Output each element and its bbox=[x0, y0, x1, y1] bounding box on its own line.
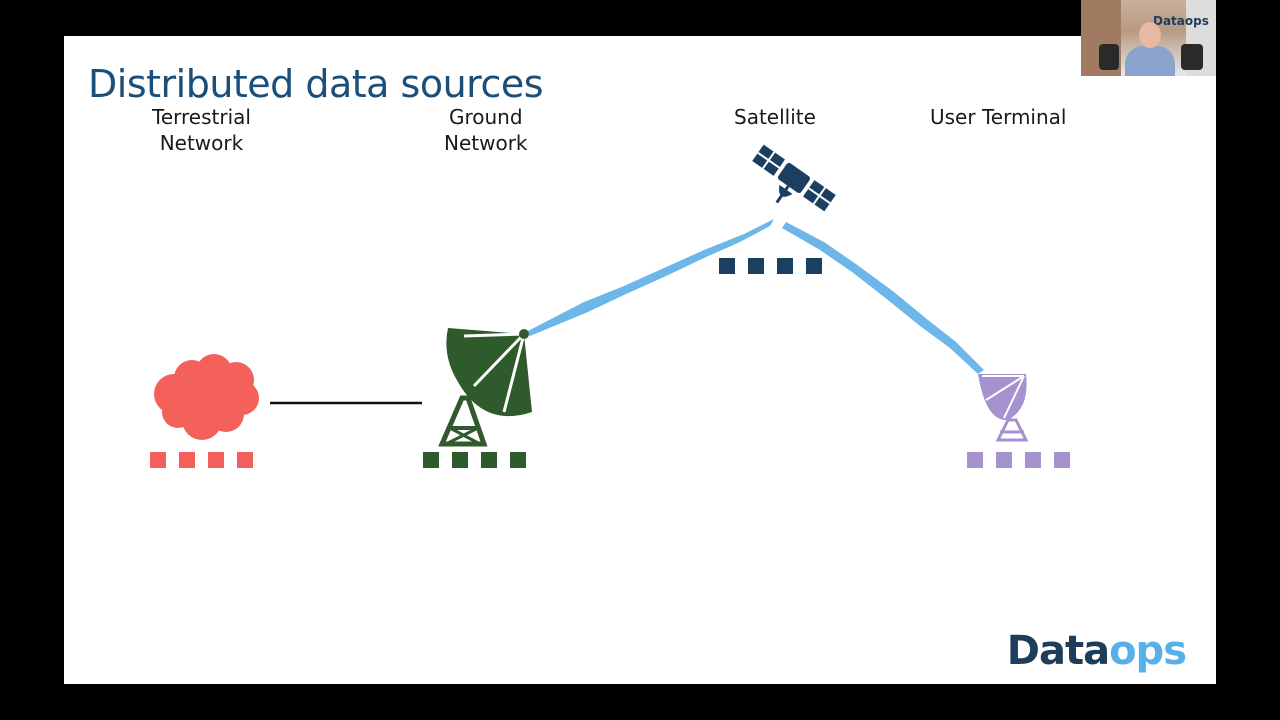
label-ground-line2: Network bbox=[444, 131, 528, 155]
data-block bbox=[719, 258, 735, 274]
link-satellite-user bbox=[782, 222, 984, 374]
label-terrestrial-line2: Network bbox=[159, 131, 244, 155]
user-terminal-data-blocks bbox=[967, 452, 1070, 468]
webcam-chair-left bbox=[1099, 44, 1119, 70]
label-terrestrial-line1: Terrestrial bbox=[152, 105, 251, 129]
data-block bbox=[208, 452, 224, 468]
ground-data-blocks bbox=[423, 452, 526, 468]
data-block bbox=[150, 452, 166, 468]
data-block bbox=[510, 452, 526, 468]
label-user-terminal: User Terminal bbox=[930, 104, 1066, 130]
satellite-icon bbox=[752, 144, 836, 212]
brand-logo: Dataops bbox=[1006, 628, 1187, 674]
satellite-data-blocks bbox=[719, 258, 822, 274]
presenter-body bbox=[1125, 46, 1175, 76]
label-satellite-line1: Satellite bbox=[734, 105, 816, 129]
data-block bbox=[481, 452, 497, 468]
webcam-logo: Dataops bbox=[1153, 14, 1209, 28]
presenter-head bbox=[1139, 22, 1161, 48]
slide-title: Distributed data sources bbox=[88, 62, 544, 106]
presenter-webcam: Dataops bbox=[1081, 0, 1216, 76]
cloud-icon bbox=[154, 354, 259, 440]
label-satellite: Satellite bbox=[734, 104, 816, 130]
data-block bbox=[1025, 452, 1041, 468]
link-ground-satellite bbox=[526, 219, 774, 336]
data-block bbox=[423, 452, 439, 468]
label-ground-line1: Ground bbox=[448, 105, 523, 129]
data-block bbox=[806, 258, 822, 274]
data-block bbox=[452, 452, 468, 468]
data-block bbox=[237, 452, 253, 468]
ground-dish-icon bbox=[438, 328, 532, 447]
user-dish-icon bbox=[978, 374, 1029, 442]
terrestrial-data-blocks bbox=[150, 452, 253, 468]
data-block bbox=[777, 258, 793, 274]
data-block bbox=[996, 452, 1012, 468]
webcam-chair-right bbox=[1181, 44, 1203, 70]
diagram bbox=[150, 144, 1070, 468]
brand-prefix: Data bbox=[1006, 628, 1110, 674]
data-block bbox=[748, 258, 764, 274]
data-block bbox=[967, 452, 983, 468]
data-block bbox=[1054, 452, 1070, 468]
label-user-terminal-line1: User Terminal bbox=[930, 105, 1067, 129]
label-terrestrial: Terrestrial Network bbox=[152, 104, 251, 156]
data-block bbox=[179, 452, 195, 468]
slide: Distributed data sources Terrestrial Net… bbox=[64, 36, 1216, 684]
brand-suffix: ops bbox=[1109, 628, 1187, 674]
label-ground: Ground Network bbox=[444, 104, 528, 156]
